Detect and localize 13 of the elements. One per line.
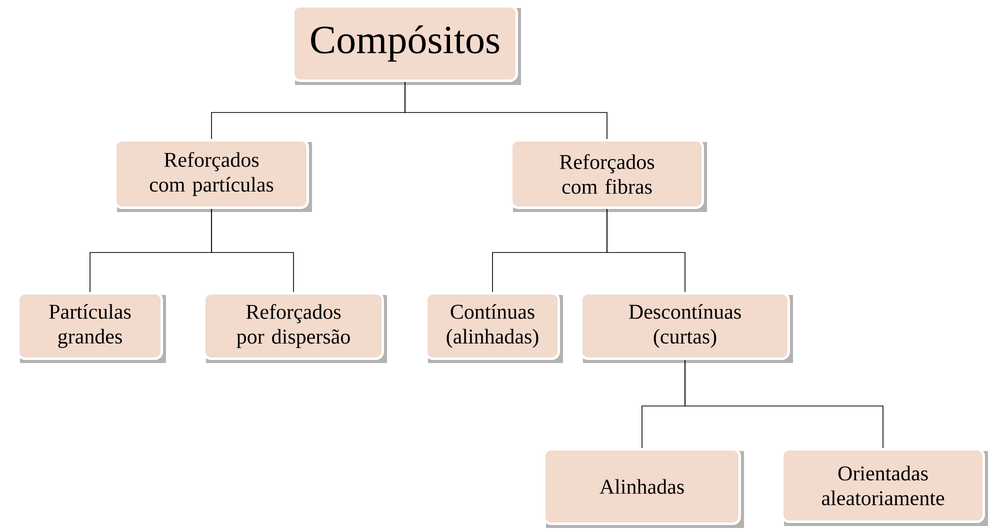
category-box: Reforçados com partículas — [114, 139, 312, 212]
connector — [404, 82, 608, 140]
title-box: Compósitos — [292, 5, 521, 85]
category-box: Reforçados por dispersão — [203, 292, 387, 363]
category-box: Contínuas (alinhadas) — [425, 292, 563, 363]
category-box: Orientadas aleatoriamente — [781, 448, 988, 526]
category-box: Descontínuas (curtas) — [580, 292, 793, 363]
category-box: Reforçados com fibras — [510, 139, 707, 212]
connector — [211, 208, 294, 292]
connector — [684, 360, 884, 448]
category-box: Partículas grandes — [17, 292, 166, 363]
connector — [606, 208, 686, 292]
category-box: Alinhadas — [543, 448, 744, 528]
